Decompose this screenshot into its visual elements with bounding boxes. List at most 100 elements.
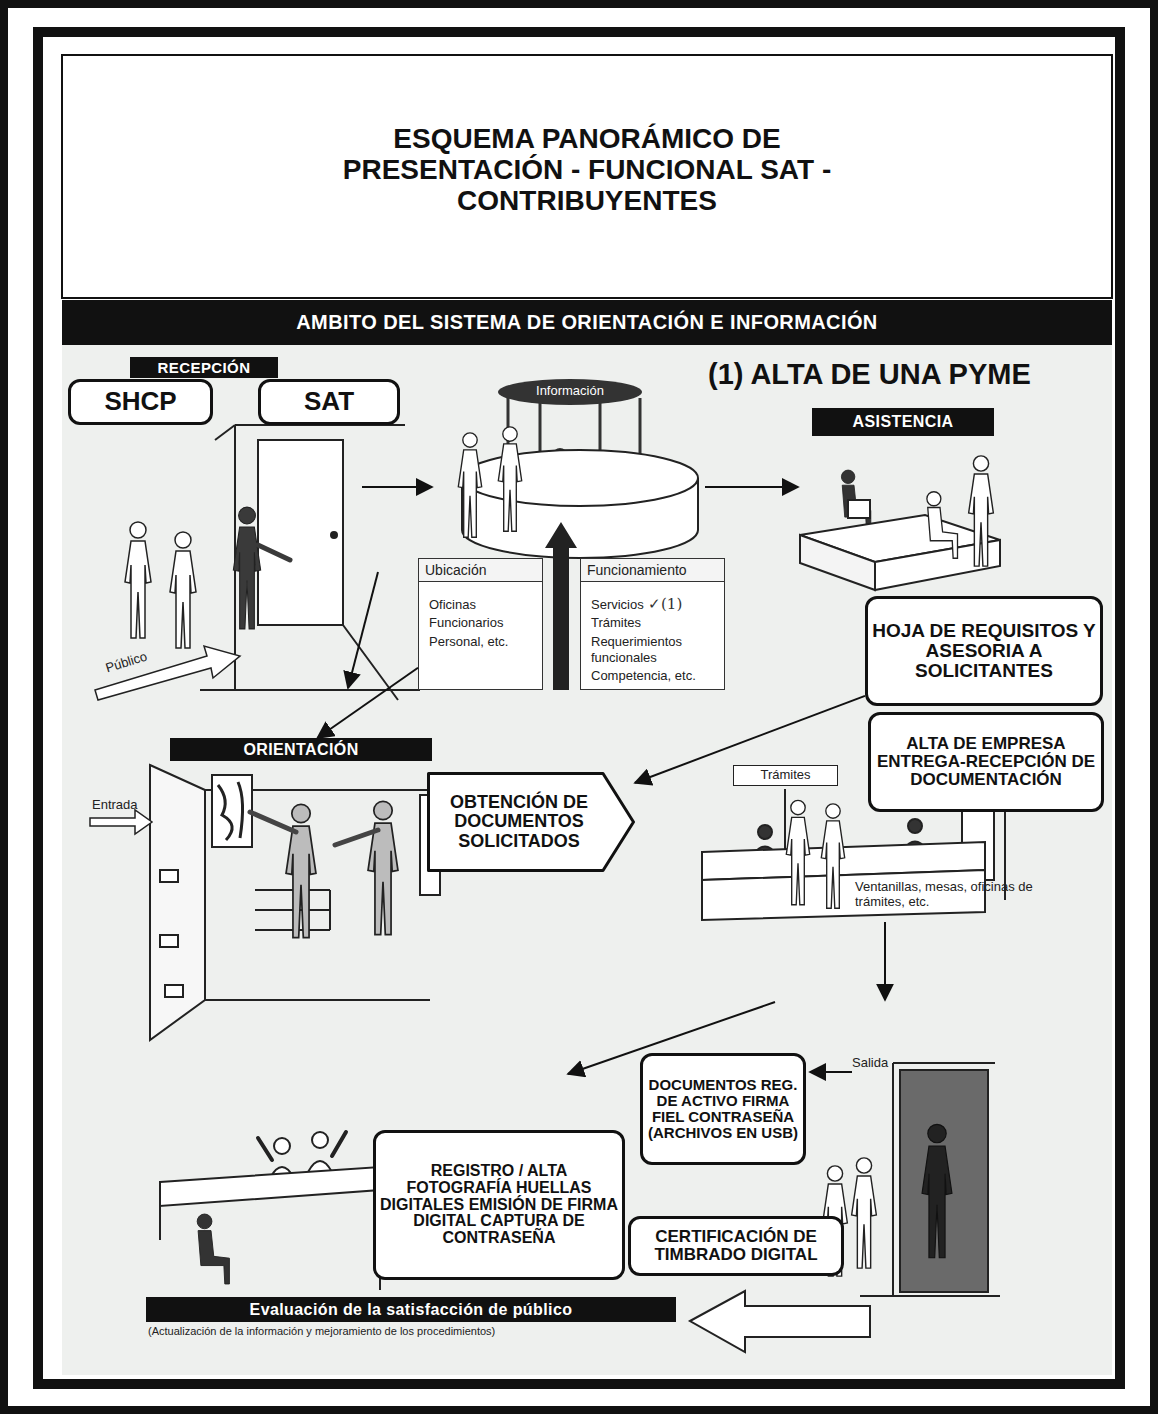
- area-band: RECEPCIÓN: [130, 357, 278, 378]
- check-mark: ✓(1): [648, 596, 708, 613]
- wall-sign: [160, 935, 178, 947]
- wall-sign: [160, 870, 178, 882]
- seated-person: [927, 492, 958, 559]
- counter-sign: Trámites: [733, 765, 838, 786]
- seated-person: [197, 1214, 229, 1284]
- arm: [258, 545, 290, 560]
- panel-item: Competencia, etc.: [581, 667, 724, 685]
- node-text: SAT: [304, 388, 354, 416]
- wall-sign: [165, 985, 183, 997]
- evaluation-note: (Actualización de la información y mejor…: [148, 1325, 748, 1338]
- inner-frame: [38, 32, 1120, 1384]
- person-dark: [233, 507, 260, 629]
- person: [969, 456, 994, 566]
- panel-heading: Funcionamiento: [581, 559, 724, 582]
- return-arrow: [690, 1291, 870, 1352]
- entrance-arrow: [90, 810, 152, 834]
- agency-box: SAT: [258, 379, 400, 425]
- counter-note: Ventanillas, mesas, oficinas de trámites…: [855, 880, 1065, 910]
- area-band: ASISTENCIA: [812, 408, 994, 436]
- node-text: REGISTRO / ALTA FOTOGRAFÍA HUELLAS DIGIT…: [379, 1163, 619, 1248]
- panel-heading: Ubicación: [419, 559, 542, 582]
- section-band: AMBITO DEL SISTEMA DE ORIENTACIÓN E INFO…: [62, 300, 1112, 345]
- flow-arrow: [348, 572, 378, 688]
- exit-scene: [860, 1063, 1000, 1296]
- monitor: [848, 500, 870, 518]
- person: [458, 433, 481, 537]
- door-frame: [860, 1063, 1000, 1296]
- desk-side: [875, 540, 1000, 590]
- flow-arrow: [362, 486, 432, 488]
- arm: [335, 830, 378, 845]
- flow-note: Entrada: [92, 798, 172, 813]
- node-text: HOJA DE REQUISITOS Y ASESORIA A SOLICITA…: [871, 621, 1097, 681]
- person: [368, 801, 398, 934]
- panel-item: Personal, etc.: [419, 633, 542, 651]
- step-box: DOCUMENTOS REG. DE ACTIVO FIRMA FIEL CON…: [640, 1053, 806, 1165]
- node-text: OBTENCIÓN DE DOCUMENTOS SOLICITADOS: [433, 793, 605, 850]
- door-knob: [331, 532, 337, 538]
- person: [125, 522, 151, 638]
- node-text: ASISTENCIA: [853, 413, 954, 431]
- node-text: ALTA DE EMPRESA ENTREGA-RECEPCIÓN DE DOC…: [874, 735, 1098, 789]
- info-panel: FuncionamientoServiciosTrámitesRequerimi…: [580, 558, 725, 690]
- node-text: ORIENTACIÓN: [243, 741, 358, 759]
- panel-item: Requerimientos funcionales: [581, 633, 724, 668]
- person-dark: [922, 1124, 952, 1257]
- node-text: SHCP: [104, 388, 176, 416]
- step-box: ALTA DE EMPRESA ENTREGA-RECEPCIÓN DE DOC…: [868, 712, 1104, 812]
- desk-front: [800, 535, 875, 590]
- person: [170, 532, 196, 648]
- arm: [250, 812, 296, 832]
- side-wall: [150, 765, 205, 1040]
- scenario-heading: (1) ALTA DE UNA PYME: [708, 358, 1108, 391]
- info-panel: UbicaciónOficinasFuncionariosPersonal, e…: [418, 558, 543, 690]
- person-head: [274, 1138, 290, 1154]
- arrow-shape: [429, 774, 634, 871]
- counter-lines: [160, 1170, 380, 1290]
- person: [498, 427, 521, 531]
- panel-item: Funcionarios: [419, 614, 542, 632]
- flow-note: Público: [104, 639, 185, 677]
- panel-item: Oficinas: [419, 596, 542, 614]
- title-panel: [62, 55, 1112, 298]
- person: [821, 804, 844, 908]
- panel-item: Trámites: [581, 614, 724, 632]
- node-text: Evaluación de la satisfacción de público: [250, 1301, 573, 1319]
- information-booth: [462, 379, 698, 558]
- counter-front: [702, 870, 985, 920]
- connector-arrow: [317, 668, 418, 738]
- booth-canopy: [498, 379, 642, 405]
- assistance-scene: [800, 456, 1000, 590]
- registration-scene: [160, 1132, 380, 1290]
- flow-note: Salida: [852, 1056, 932, 1071]
- outer-frame: [4, 4, 1154, 1410]
- step-box: REGISTRO / ALTA FOTOGRAFÍA HUELLAS DIGIT…: [373, 1130, 625, 1280]
- up-arrow: [545, 522, 577, 690]
- flow-arrow: [705, 486, 798, 488]
- agency-box: SHCP: [68, 379, 213, 425]
- node-text: RECEPCIÓN: [158, 359, 251, 376]
- flow-arrow: [884, 922, 886, 1000]
- person-head: [312, 1132, 328, 1148]
- step-arrow-box: OBTENCIÓN DE DOCUMENTOS SOLICITADOS: [427, 772, 635, 872]
- attendant-head: [758, 825, 772, 839]
- diagram-title: ESQUEMA PANORÁMICO DE PRESENTACIÓN - FUN…: [327, 124, 847, 216]
- picture-art: [218, 782, 243, 840]
- flow-arrow: [810, 1071, 852, 1073]
- area-band: ORIENTACIÓN: [170, 738, 432, 761]
- node-text: DOCUMENTOS REG. DE ACTIVO FIRMA FIEL CON…: [646, 1077, 800, 1141]
- counter-top: [462, 450, 698, 506]
- person: [286, 804, 316, 937]
- door: [258, 440, 343, 625]
- node-text: CERTIFICACIÓN DE TIMBRADO DIGITAL: [634, 1228, 838, 1264]
- flow-arrows: [348, 487, 885, 1074]
- arm: [258, 1132, 346, 1160]
- picture-frame: [212, 775, 252, 847]
- reception-scene: [95, 425, 420, 700]
- attendant-head: [908, 819, 922, 833]
- node-text: AMBITO DEL SISTEMA DE ORIENTACIÓN E INFO…: [296, 311, 877, 334]
- illustration-panel: [62, 345, 1112, 1375]
